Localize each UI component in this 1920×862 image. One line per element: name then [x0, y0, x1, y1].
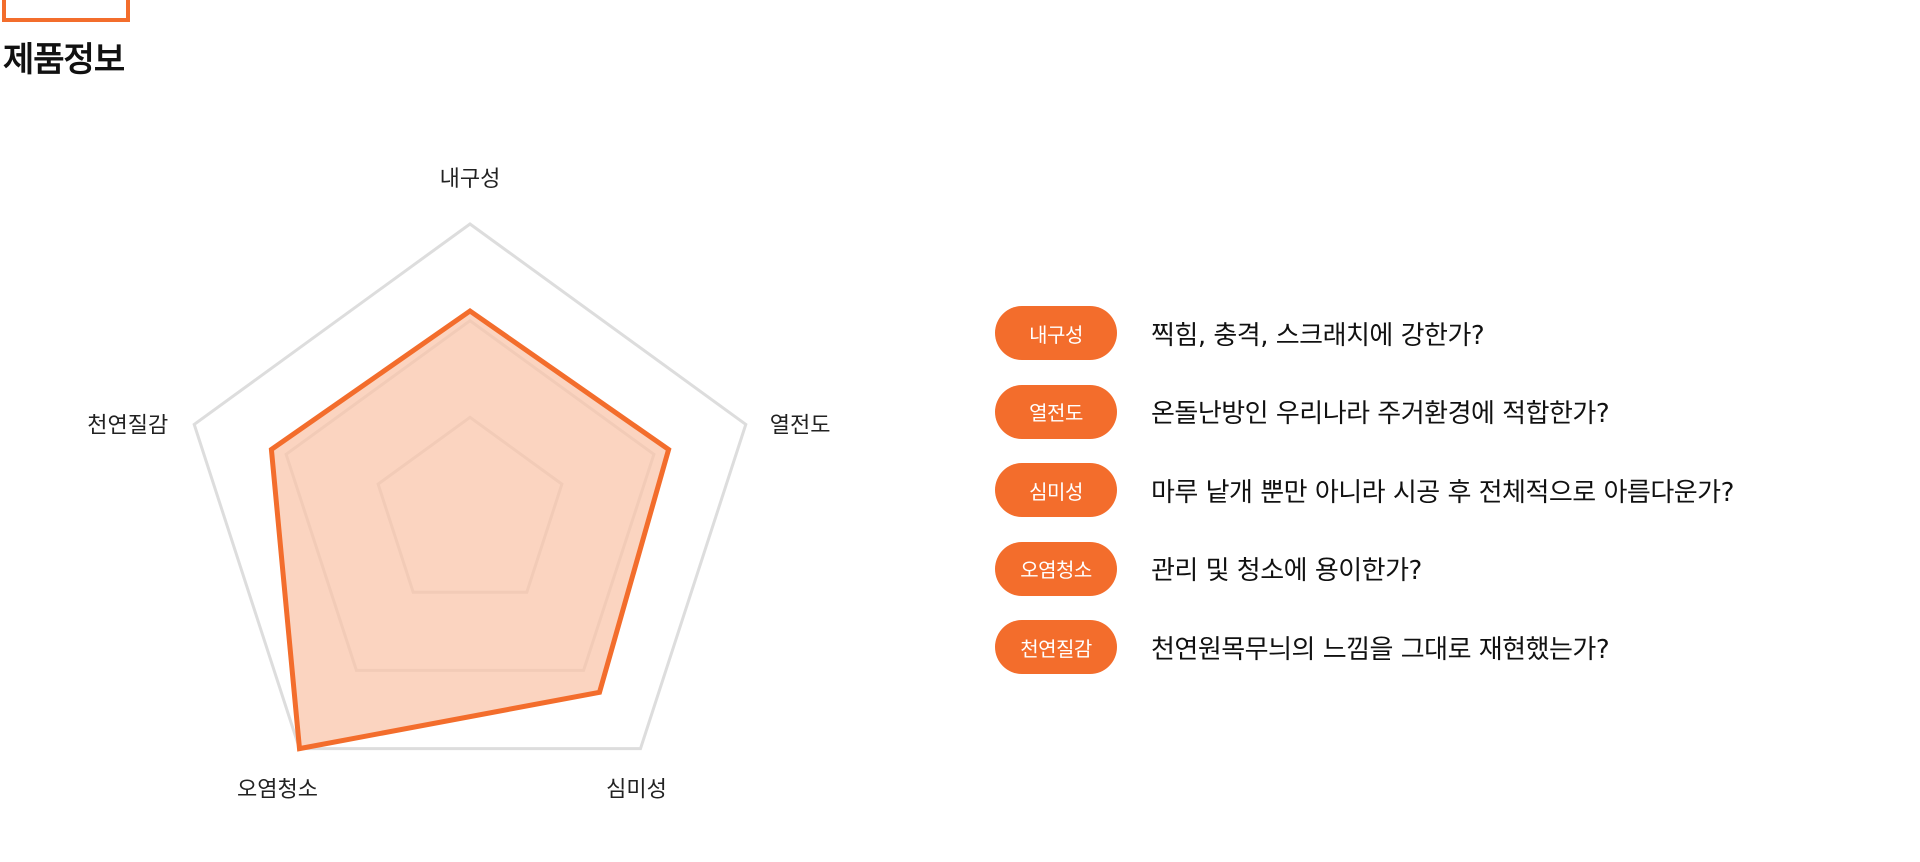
legend-item: 열전도 온돌난방인 우리나라 주거환경에 적합한가?	[995, 384, 1734, 439]
radar-axis-label: 내구성	[440, 167, 501, 192]
radar-data-area	[268, 307, 672, 752]
legend-badge: 내구성	[995, 306, 1117, 360]
legend-list: 내구성 찍힘, 충격, 스크래치에 강한가? 열전도 온돌난방인 우리나라 주거…	[995, 306, 1734, 699]
legend-item: 오염청소 관리 및 청소에 용이한가?	[995, 541, 1734, 596]
radar-axis-label: 천연질감	[87, 413, 168, 438]
legend-description: 천연원목무늬의 느낌을 그대로 재현했는가?	[1151, 634, 1610, 665]
radar-axis-label: 오염청소	[237, 778, 318, 803]
legend-badge: 심미성	[995, 463, 1117, 517]
legend-item: 내구성 찍힘, 충격, 스크래치에 강한가?	[995, 306, 1734, 360]
legend-badge: 오염청소	[995, 541, 1117, 596]
legend-description: 마루 낱개 뿐만 아니라 시공 후 전체적으로 아름다운가?	[1151, 477, 1734, 508]
radar-axis-label: 심미성	[606, 778, 667, 803]
legend-badge: 열전도	[995, 384, 1117, 439]
legend-description: 관리 및 청소에 용이한가?	[1151, 556, 1422, 586]
legend-description: 찍힘, 충격, 스크래치에 강한가?	[1151, 320, 1485, 351]
radar-grid-ring	[192, 222, 748, 751]
legend-item: 심미성 마루 낱개 뿐만 아니라 시공 후 전체적으로 아름다운가?	[995, 463, 1734, 517]
title-accent-bracket	[2, 0, 130, 22]
legend-description: 온돌난방인 우리나라 주거환경에 적합한가?	[1151, 399, 1610, 429]
legend-badge: 천연질감	[995, 620, 1117, 674]
page-title: 제품정보	[3, 40, 125, 80]
radar-axis-label: 열전도	[770, 413, 831, 438]
legend-item: 천연질감 천연원목무늬의 느낌을 그대로 재현했는가?	[995, 620, 1734, 674]
